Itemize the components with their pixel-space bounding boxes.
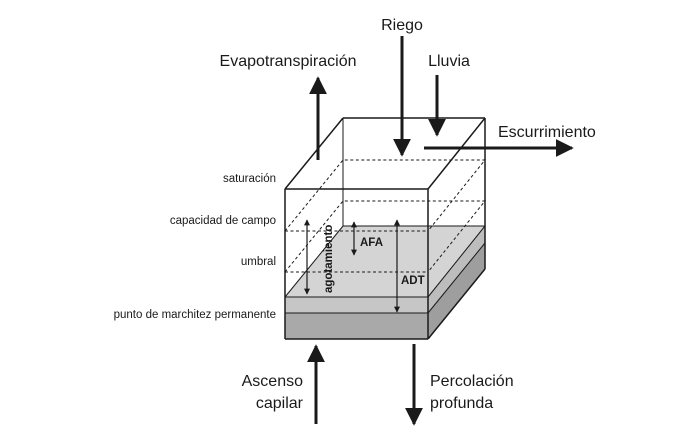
deep-percolation-label-line1: Percolación <box>430 373 514 390</box>
saturation-label: saturación <box>223 173 276 185</box>
afa-label: AFA <box>360 237 383 249</box>
evapotranspiration-label: Evapotranspiración <box>220 53 357 70</box>
field-capacity-label: capacidad de campo <box>170 215 276 227</box>
water-front-upper <box>285 297 428 313</box>
threshold-label: umbral <box>241 256 276 268</box>
water-right-lower <box>428 243 485 339</box>
soil-water-volume <box>285 226 485 339</box>
depletion-label: agotamiento <box>323 225 335 293</box>
water-top-face <box>285 226 485 297</box>
deep-percolation-label-line2: profunda <box>430 395 493 412</box>
runoff-label: Escurrimiento <box>498 124 596 141</box>
wilting-point-label: punto de marchitez permanente <box>114 309 276 321</box>
capillary-rise-label-line2: capilar <box>256 395 304 412</box>
capillary-rise-label-line1: Ascenso <box>242 373 303 390</box>
saturation-plane <box>284 159 487 232</box>
field-capacity-plane <box>284 200 487 273</box>
soil-cube <box>284 117 486 340</box>
rain-label: Lluvia <box>428 53 470 70</box>
irrigation-label: Riego <box>381 17 423 34</box>
water-front-lower <box>285 313 428 339</box>
adt-label: ADT <box>401 275 425 287</box>
